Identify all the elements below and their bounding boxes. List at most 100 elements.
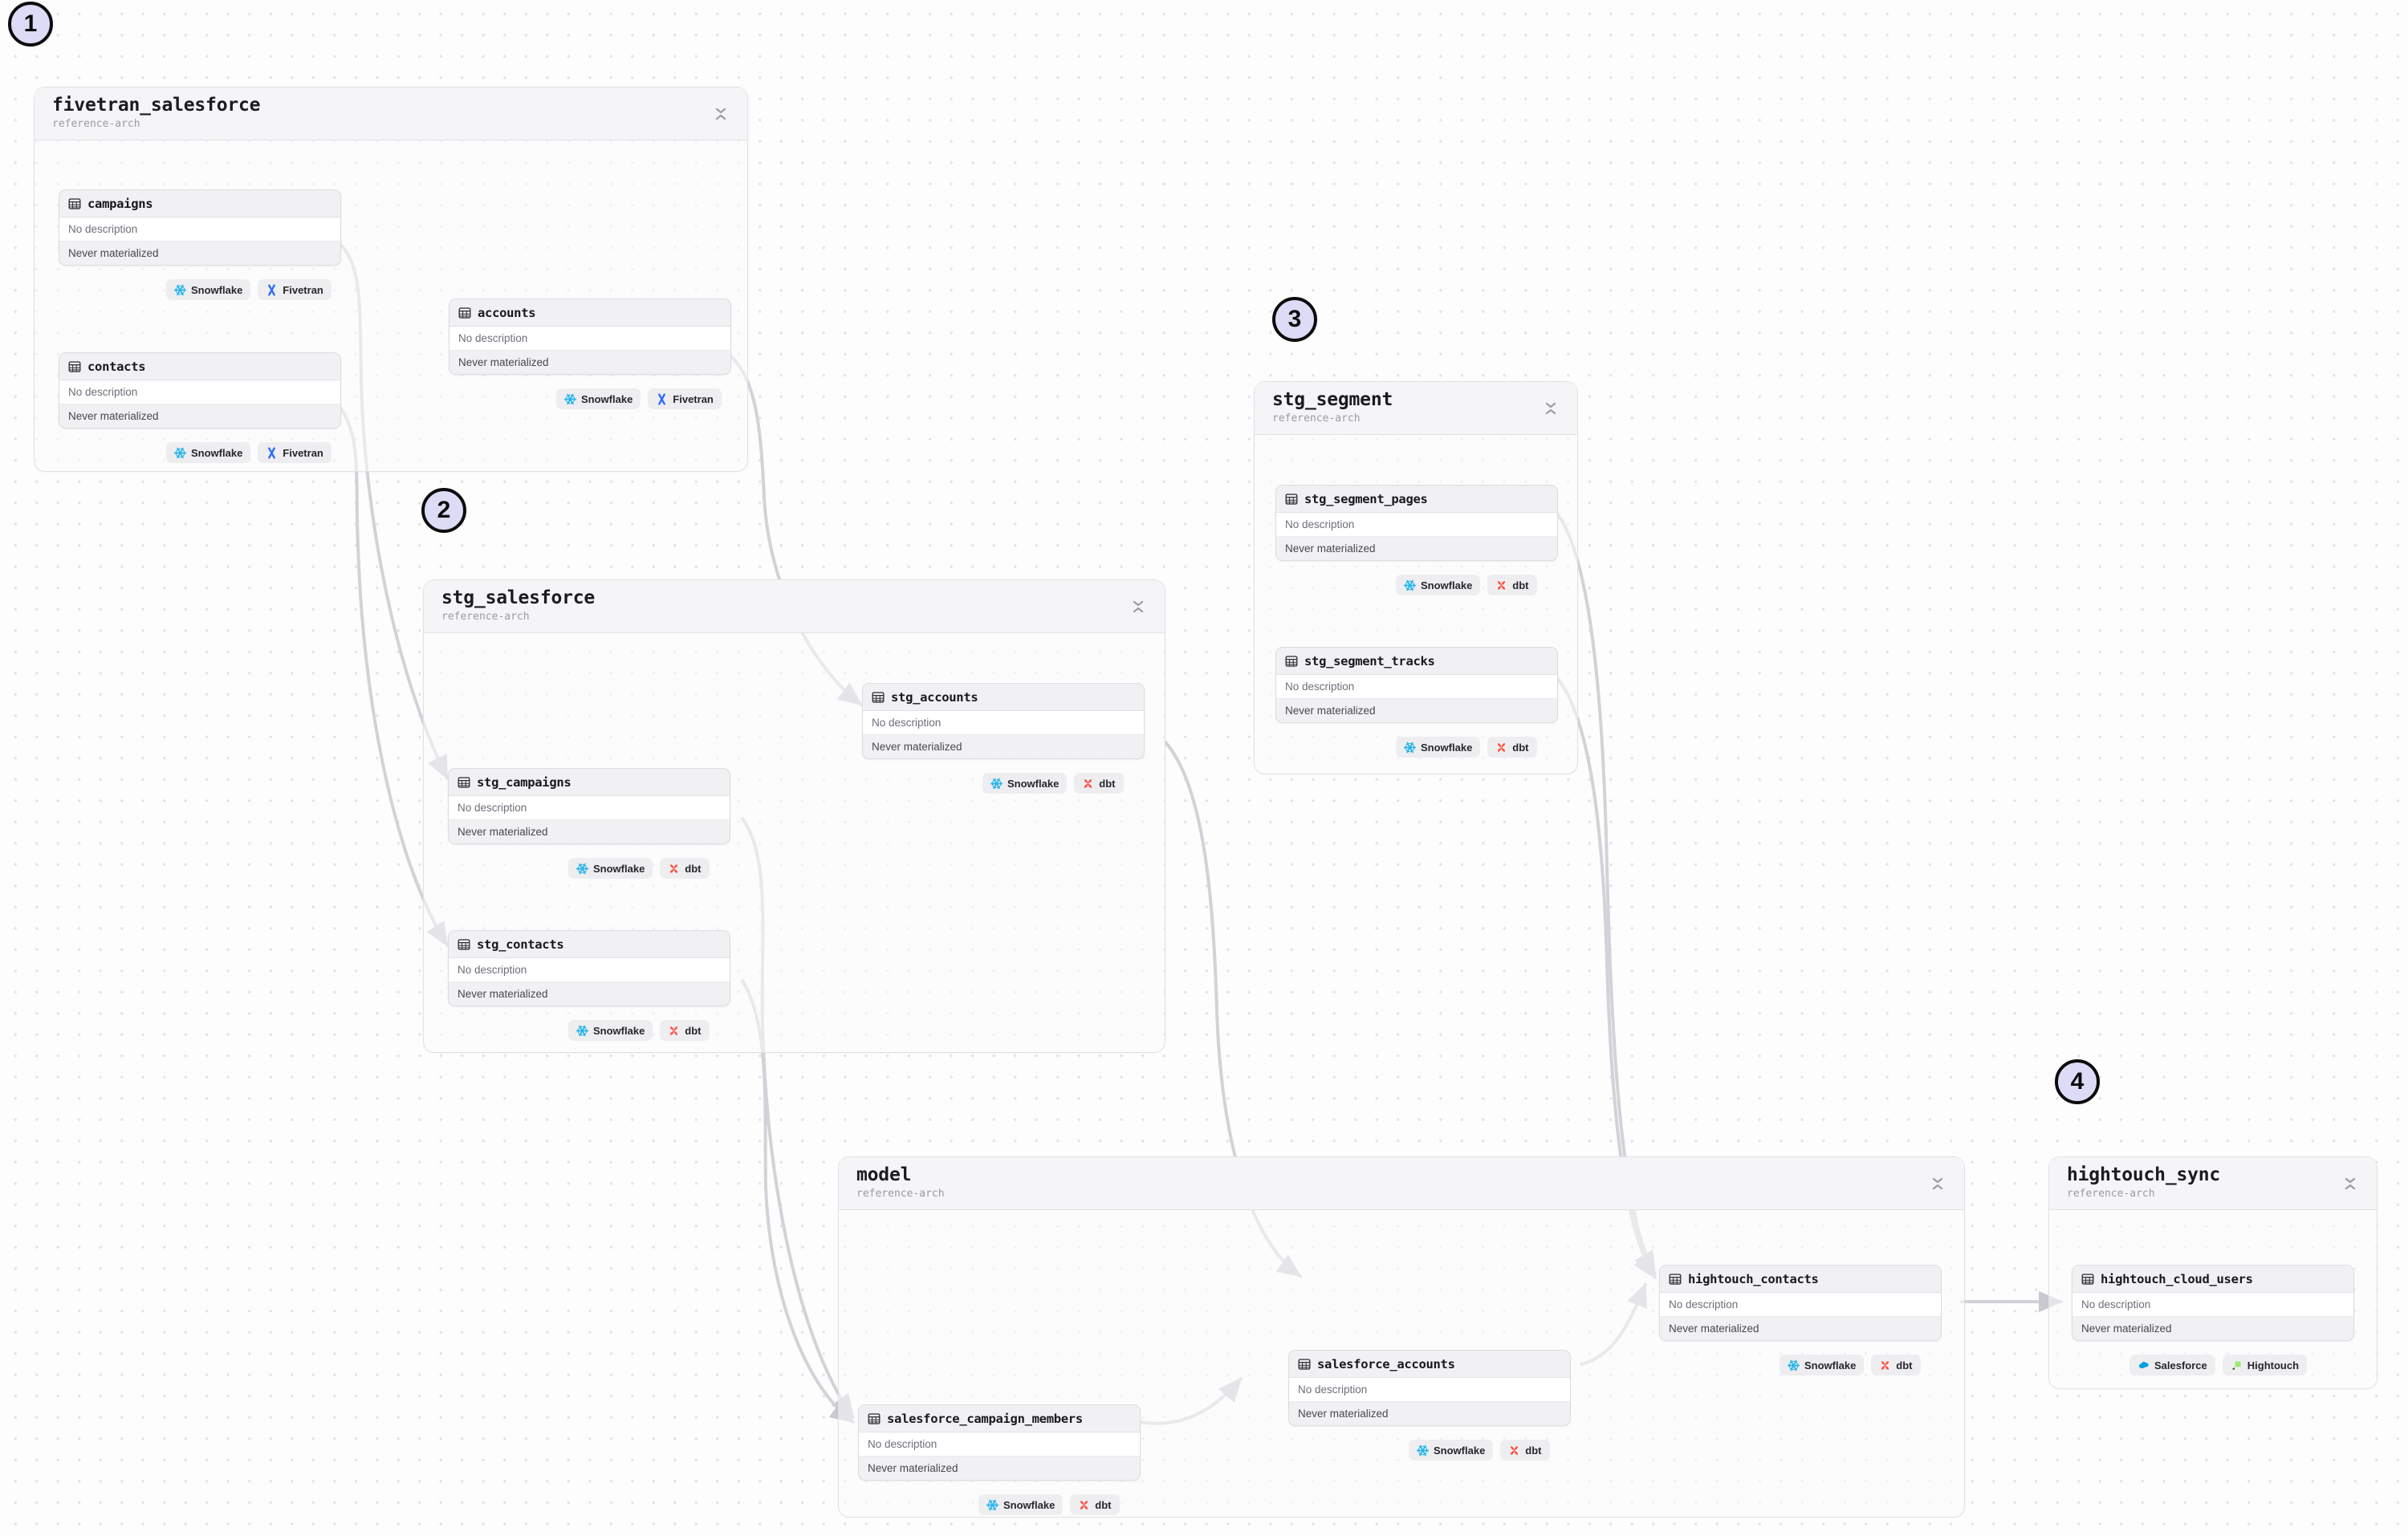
dbt-icon: [1080, 1500, 1088, 1510]
node-header: stg_contacts: [449, 931, 730, 958]
badge-dbt[interactable]: dbt: [1500, 1440, 1550, 1461]
badge-fivetran[interactable]: Fivetran: [258, 279, 332, 300]
badge-dbt[interactable]: dbt: [1871, 1355, 1921, 1375]
collapse-icon[interactable]: [1929, 1175, 1946, 1193]
badge-label: Snowflake: [1434, 1444, 1486, 1457]
collapse-icon[interactable]: [1542, 400, 1560, 417]
badge-label: Fivetran: [673, 392, 714, 405]
badge-snowflake[interactable]: Snowflake: [568, 858, 653, 879]
badge-label: Fivetran: [283, 446, 323, 459]
node-materialization: Never materialized: [59, 404, 340, 428]
hightouch-icon: [2232, 1360, 2241, 1370]
node-header: hightouch_contacts: [1660, 1266, 1941, 1293]
badge-label: Snowflake: [1421, 741, 1473, 754]
badge-snowflake[interactable]: Snowflake: [556, 388, 641, 409]
table-icon: [1298, 1359, 1311, 1370]
node-header: stg_accounts: [863, 684, 1144, 711]
step-marker-3: 3: [1272, 297, 1317, 342]
badge-snowflake[interactable]: Snowflake: [978, 1494, 1064, 1515]
node-materialization: Never materialized: [1276, 699, 1557, 722]
badge-snowflake[interactable]: Snowflake: [1409, 1440, 1494, 1461]
badge-hightouch[interactable]: Hightouch: [2222, 1355, 2308, 1375]
badge-dbt[interactable]: dbt: [660, 858, 710, 879]
badge-label: dbt: [1512, 741, 1529, 754]
badge-snowflake[interactable]: Snowflake: [166, 279, 251, 300]
table-icon: [2081, 1274, 2094, 1285]
node-materialization: Never materialized: [1660, 1317, 1941, 1340]
node-header: salesforce_campaign_members: [859, 1405, 1140, 1432]
node-title: stg_segment_tracks: [1304, 654, 1435, 668]
collapse-icon[interactable]: [712, 105, 730, 123]
badge-label: Snowflake: [593, 862, 645, 875]
node-description: No description: [1289, 1378, 1570, 1402]
badge-snowflake[interactable]: Snowflake: [568, 1020, 653, 1041]
badge-row-stg_segment_pages: Snowflake dbt: [1396, 575, 1537, 595]
snowflake-icon: [174, 284, 186, 295]
badge-dbt[interactable]: dbt: [660, 1020, 710, 1041]
badge-row-accounts: Snowflake Fivetran: [556, 388, 722, 409]
snowflake-icon: [990, 778, 1003, 789]
dbt-icon: [670, 1026, 678, 1035]
badge-snowflake[interactable]: Snowflake: [1396, 575, 1481, 595]
snowflake-icon: [564, 393, 576, 404]
badge-label: dbt: [685, 1024, 702, 1037]
node-title: salesforce_campaign_members: [887, 1412, 1083, 1426]
badge-snowflake[interactable]: Snowflake: [1780, 1355, 1865, 1375]
table-icon: [68, 198, 81, 209]
badge-snowflake[interactable]: Snowflake: [982, 773, 1068, 794]
badge-fivetran[interactable]: Fivetran: [648, 388, 722, 409]
group-title: model: [856, 1164, 912, 1186]
badge-fivetran[interactable]: Fivetran: [258, 442, 332, 463]
collapse-icon[interactable]: [2341, 1175, 2359, 1193]
table-icon: [1285, 656, 1298, 667]
snowflake-icon: [986, 1499, 999, 1510]
dbt-icon: [1498, 580, 1506, 590]
node-header: salesforce_accounts: [1289, 1351, 1570, 1378]
badge-salesforce[interactable]: Salesforce: [2129, 1355, 2215, 1375]
badge-dbt[interactable]: dbt: [1487, 737, 1537, 758]
collapse-icon[interactable]: [1129, 598, 1147, 616]
badge-label: Snowflake: [593, 1024, 645, 1037]
group-title: stg_segment: [1272, 389, 1393, 411]
node-description: No description: [59, 217, 340, 242]
table-icon: [1285, 494, 1298, 505]
badge-row-stg_campaigns: Snowflake dbt: [568, 858, 710, 879]
dbt-icon: [670, 863, 678, 873]
badge-label: dbt: [1896, 1359, 1913, 1371]
badge-snowflake[interactable]: Snowflake: [1396, 737, 1481, 758]
badge-dbt[interactable]: dbt: [1070, 1494, 1120, 1515]
node-materialization: Never materialized: [449, 351, 730, 374]
node-description: No description: [2072, 1293, 2353, 1317]
badge-dbt[interactable]: dbt: [1074, 773, 1124, 794]
node-description: No description: [863, 711, 1144, 735]
badge-snowflake[interactable]: Snowflake: [166, 442, 251, 463]
badge-dbt[interactable]: dbt: [1487, 575, 1537, 595]
badge-row-salesforce_accounts: Snowflake dbt: [1409, 1440, 1550, 1461]
badge-label: dbt: [1512, 579, 1529, 591]
